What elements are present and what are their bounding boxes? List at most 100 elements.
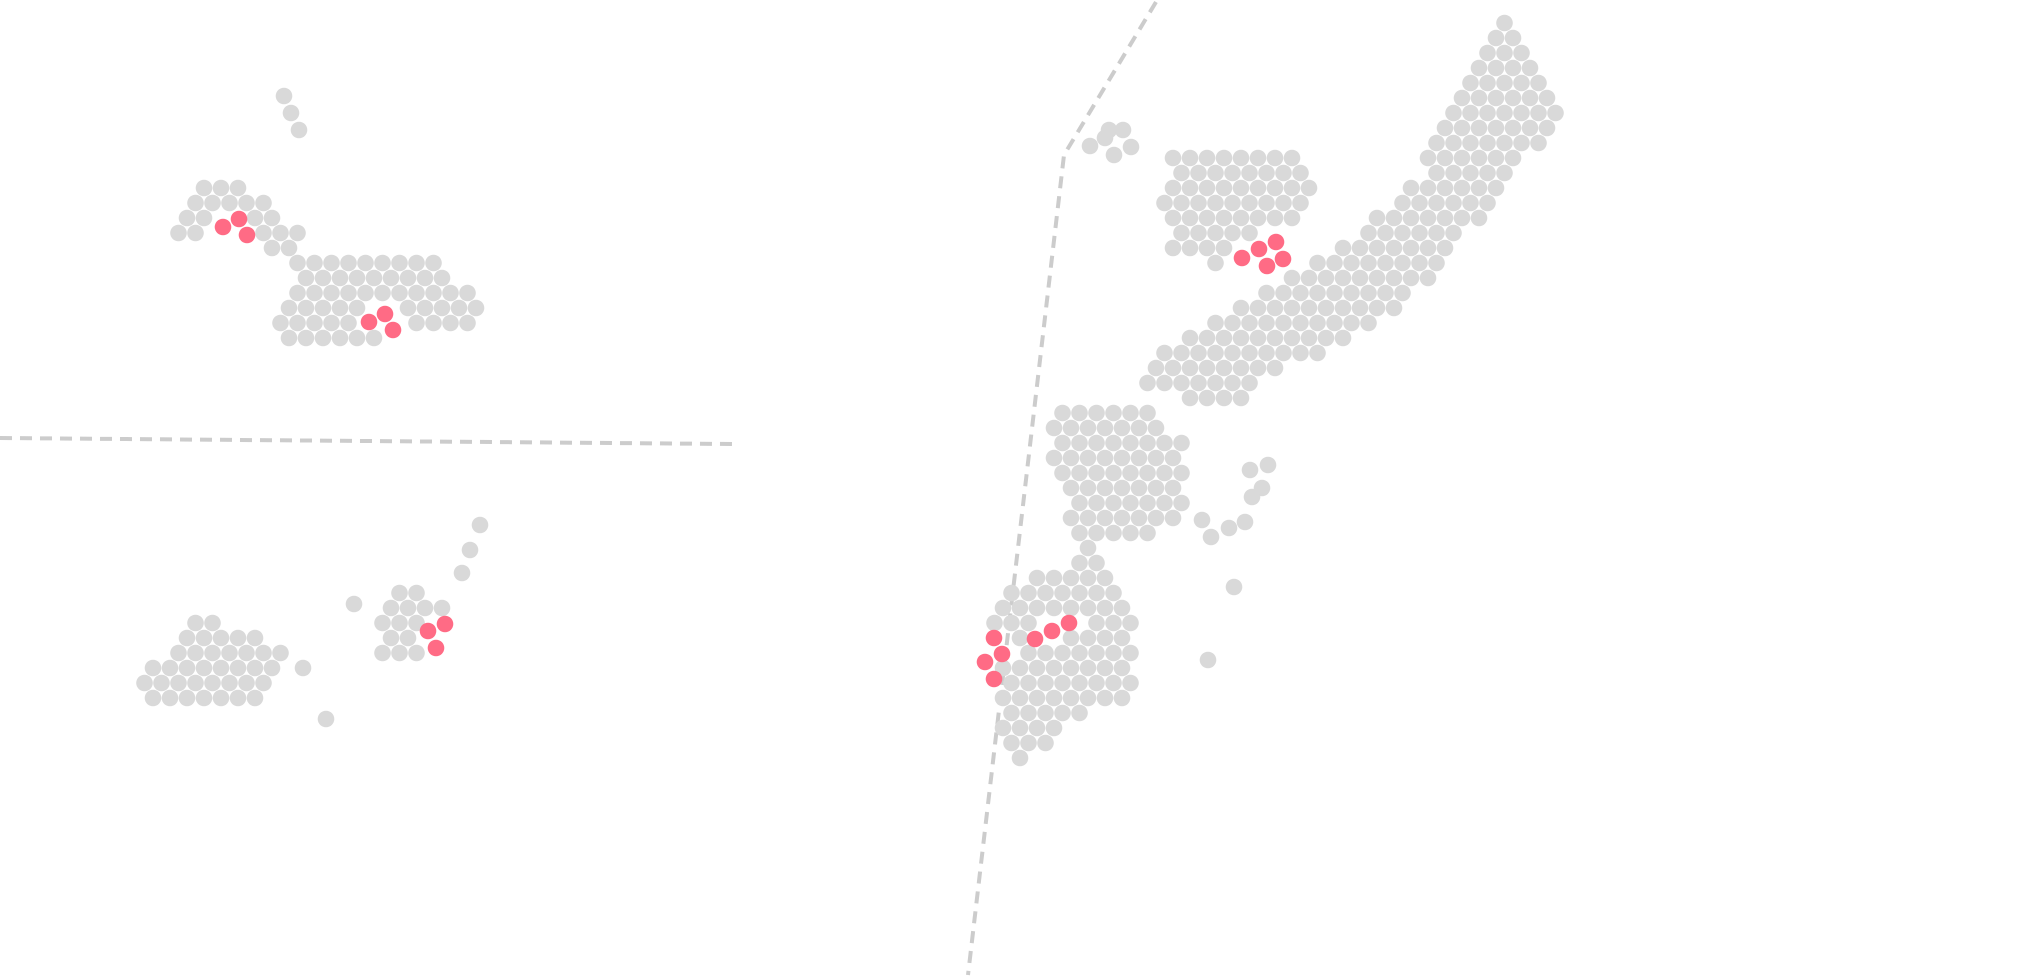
land-dot <box>170 644 187 662</box>
land-dot <box>1147 449 1165 467</box>
land-dot <box>1079 599 1097 617</box>
land-dot <box>1411 224 1428 242</box>
land-dot <box>1266 359 1284 377</box>
land-dot <box>391 584 408 602</box>
land-dot <box>1071 524 1088 542</box>
land-dot <box>1045 719 1063 737</box>
land-dot <box>1020 644 1037 662</box>
land-dot <box>1020 584 1037 602</box>
land-dot <box>1530 74 1547 92</box>
land-dot <box>442 314 459 332</box>
land-dot <box>1258 164 1275 182</box>
highlighted-dot <box>230 210 248 228</box>
land-dot <box>399 299 417 317</box>
land-dot <box>1232 329 1250 347</box>
land-dot <box>1122 494 1139 512</box>
land-dot <box>1368 299 1386 317</box>
land-dot <box>331 269 349 287</box>
land-dot <box>1198 359 1216 377</box>
land-dot <box>425 314 442 332</box>
land-dot <box>1436 149 1454 167</box>
land-dot <box>994 599 1012 617</box>
land-dot <box>1309 284 1326 302</box>
land-dot <box>1283 179 1301 197</box>
land-dot <box>1224 164 1241 182</box>
land-dot <box>1096 419 1114 437</box>
land-dot <box>408 584 425 602</box>
land-dot <box>461 541 479 559</box>
land-dot <box>1479 134 1496 152</box>
land-dot <box>1428 254 1445 272</box>
land-dot <box>170 224 187 242</box>
land-dot <box>1513 134 1530 152</box>
land-dot <box>453 564 471 582</box>
land-dot <box>1114 121 1132 139</box>
land-dot <box>1011 719 1029 737</box>
land-dot <box>187 674 204 692</box>
land-dot <box>1513 74 1530 92</box>
land-dot <box>280 239 298 257</box>
highlighted-dot <box>214 218 232 236</box>
land-dot <box>289 314 306 332</box>
land-dot <box>1496 104 1513 122</box>
land-dot <box>161 689 179 707</box>
land-dot <box>246 209 264 227</box>
land-dot <box>1190 194 1207 212</box>
land-dot <box>1224 194 1241 212</box>
land-dot <box>170 674 187 692</box>
land-dot <box>1317 329 1335 347</box>
land-dot <box>1521 89 1539 107</box>
land-dot <box>1130 449 1148 467</box>
land-dot <box>1139 434 1156 452</box>
land-dot <box>374 614 391 632</box>
land-dot <box>1105 494 1122 512</box>
land-dot <box>1088 674 1105 692</box>
land-dot <box>221 194 238 212</box>
land-dot <box>1105 464 1122 482</box>
land-dot <box>1088 614 1105 632</box>
land-dot <box>1317 269 1335 287</box>
land-dot <box>391 254 408 272</box>
land-dot <box>1419 179 1437 197</box>
land-dot <box>331 329 349 347</box>
highlighted-dot <box>1026 630 1044 648</box>
land-dot <box>195 179 213 197</box>
land-dot <box>1470 149 1488 167</box>
land-dot <box>246 689 264 707</box>
land-dot <box>1300 329 1318 347</box>
land-dot <box>1173 194 1190 212</box>
land-dot <box>178 689 196 707</box>
land-dot <box>399 269 417 287</box>
land-dot <box>994 689 1012 707</box>
land-dot <box>187 224 204 242</box>
highlighted-dot <box>985 629 1003 647</box>
land-dot <box>1011 599 1029 617</box>
land-dot <box>144 659 162 677</box>
land-dot <box>1198 389 1216 407</box>
land-dot <box>1156 434 1173 452</box>
land-dot <box>1249 179 1267 197</box>
land-dot <box>1411 194 1428 212</box>
land-dot <box>1343 254 1360 272</box>
land-dot <box>1088 404 1105 422</box>
land-dot <box>1062 629 1080 647</box>
land-dot <box>195 659 213 677</box>
land-dot <box>1445 164 1462 182</box>
land-dot <box>1020 674 1037 692</box>
land-dot <box>1232 149 1250 167</box>
land-dot <box>994 659 1012 677</box>
land-dot <box>204 194 221 212</box>
land-dot <box>1266 209 1284 227</box>
land-dot <box>1105 614 1122 632</box>
land-dot <box>178 629 196 647</box>
land-dot <box>255 674 272 692</box>
land-dot <box>1003 674 1020 692</box>
land-dot <box>1487 59 1505 77</box>
land-dot <box>1173 164 1190 182</box>
land-dot <box>1504 89 1522 107</box>
land-dot <box>1105 644 1122 662</box>
land-dot <box>1096 479 1114 497</box>
land-dot <box>1419 269 1437 287</box>
land-dot <box>280 329 298 347</box>
land-dot <box>1487 149 1505 167</box>
